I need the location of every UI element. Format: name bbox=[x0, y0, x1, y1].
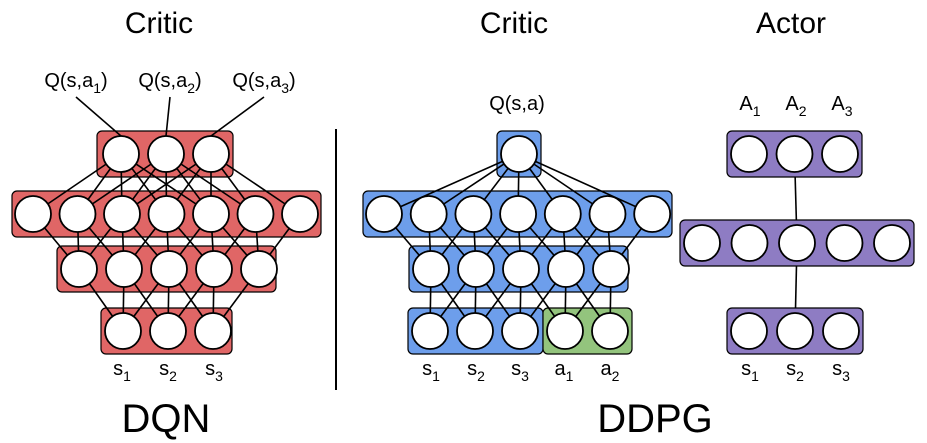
ddpg-critic-neuron bbox=[457, 250, 495, 288]
ddpg-actor-nodes bbox=[683, 135, 911, 350]
dqn-output-label: Q(s,a3) bbox=[232, 70, 295, 96]
ddpg-actor-input-label: s2 bbox=[786, 358, 804, 384]
dqn-input-label: s2 bbox=[159, 358, 177, 384]
dqn-neuron bbox=[194, 312, 232, 350]
ddpg-critic-neuron bbox=[592, 250, 630, 288]
dqn-neuron bbox=[192, 135, 230, 173]
dqn-input-label: s1 bbox=[113, 358, 131, 384]
dqn-neuron bbox=[281, 195, 319, 233]
dqn-output-label: Q(s,a1) bbox=[44, 70, 107, 96]
ddpg-actor-network: Actor A1 A2 A3 s1 s2 s3 bbox=[679, 7, 915, 384]
ddpg-critic-neuron bbox=[456, 312, 494, 350]
ddpg-actor-neuron bbox=[683, 224, 721, 262]
dqn-neuron bbox=[60, 250, 98, 288]
ddpg-critic-neuron bbox=[500, 135, 538, 173]
dqn-output-edge bbox=[210, 96, 265, 137]
ddpg-critic-nodes bbox=[365, 135, 672, 350]
ddpg-critic-input-label: s1 bbox=[422, 358, 440, 384]
dqn-output-edge bbox=[165, 96, 171, 137]
ddpg-actor-neuron bbox=[775, 135, 814, 173]
ddpg-actor-output-label: A1 bbox=[739, 93, 760, 119]
dqn-neuron bbox=[236, 195, 275, 233]
dqn-neuron bbox=[150, 250, 188, 288]
dqn-neuron bbox=[192, 195, 230, 233]
ddpg-critic-neuron bbox=[365, 195, 403, 233]
ddpg-critic-action-label: a2 bbox=[601, 358, 620, 384]
ddpg-actor-neuron bbox=[730, 224, 769, 262]
dqn-nodes bbox=[14, 135, 319, 350]
dqn-output-edge bbox=[75, 96, 122, 137]
ddpg-critic-network: Critic Q(s,a) s1 s2 s3 a1 a2 bbox=[362, 7, 673, 384]
ddpg-critic-heading: Critic bbox=[480, 7, 548, 40]
ddpg-critic-neuron bbox=[633, 195, 672, 233]
ddpg-actor-neuron bbox=[730, 312, 768, 350]
ddpg-actor-heading: Actor bbox=[756, 7, 826, 40]
dqn-neuron bbox=[240, 250, 278, 288]
dqn-neuron bbox=[58, 195, 97, 233]
dqn-neuron bbox=[147, 195, 186, 233]
dqn-output-label: Q(s,a2) bbox=[138, 70, 201, 96]
ddpg-actor-neuron bbox=[825, 224, 864, 262]
dqn-footer-label: DQN bbox=[122, 397, 211, 441]
ddpg-critic-neuron bbox=[588, 195, 627, 233]
dqn-neuron bbox=[103, 195, 141, 233]
ddpg-critic-neuron bbox=[411, 312, 449, 350]
ddpg-critic-input-label: s2 bbox=[467, 358, 485, 384]
dqn-neuron bbox=[102, 135, 140, 173]
ddpg-critic-neuron bbox=[502, 250, 540, 288]
ddpg-critic-neuron bbox=[412, 250, 450, 288]
dqn-neuron bbox=[147, 135, 185, 173]
ddpg-critic-neuron bbox=[501, 312, 539, 350]
ddpg-critic-output-label: Q(s,a) bbox=[489, 93, 545, 115]
dqn-critic-heading: Critic bbox=[125, 7, 193, 40]
ddpg-actor-neuron bbox=[873, 224, 911, 262]
ddpg-critic-neuron bbox=[409, 195, 448, 233]
ddpg-footer-label: DDPG bbox=[597, 397, 713, 441]
dqn-neuron bbox=[195, 250, 233, 288]
ddpg-critic-neuron bbox=[547, 250, 585, 288]
dqn-neuron bbox=[149, 312, 187, 350]
ddpg-actor-output-label: A2 bbox=[785, 93, 806, 119]
ddpg-actor-neuron bbox=[821, 135, 859, 173]
dqn-neuron bbox=[14, 195, 52, 233]
ddpg-actor-neuron bbox=[778, 224, 816, 262]
ddpg-actor-input-label: s1 bbox=[741, 358, 759, 384]
dqn-input-label: s3 bbox=[205, 358, 223, 384]
ddpg-critic-neuron bbox=[591, 312, 629, 350]
ddpg-critic-neuron bbox=[499, 195, 537, 233]
dqn-network: Critic Q(s,a1) Q(s,a2) Q(s,a3) s1 s2 s3 … bbox=[11, 7, 322, 441]
ddpg-critic-input-label: s3 bbox=[511, 358, 529, 384]
dqn-neuron bbox=[104, 312, 142, 350]
ddpg-actor-neuron bbox=[822, 312, 860, 350]
ddpg-actor-neuron bbox=[730, 135, 768, 173]
ddpg-critic-neuron bbox=[454, 195, 493, 233]
ddpg-actor-input-label: s3 bbox=[832, 358, 850, 384]
ddpg-critic-neuron bbox=[546, 312, 584, 350]
ddpg-critic-edge bbox=[383, 153, 520, 215]
ddpg-critic-edges bbox=[383, 153, 653, 332]
ddpg-actor-output-label: A3 bbox=[831, 93, 852, 119]
ddpg-critic-action-label: a1 bbox=[555, 358, 574, 384]
ddpg-actor-neuron bbox=[776, 312, 814, 350]
dqn-neuron bbox=[105, 250, 143, 288]
ddpg-critic-edge bbox=[518, 153, 653, 215]
ddpg-critic-neuron bbox=[543, 195, 582, 233]
